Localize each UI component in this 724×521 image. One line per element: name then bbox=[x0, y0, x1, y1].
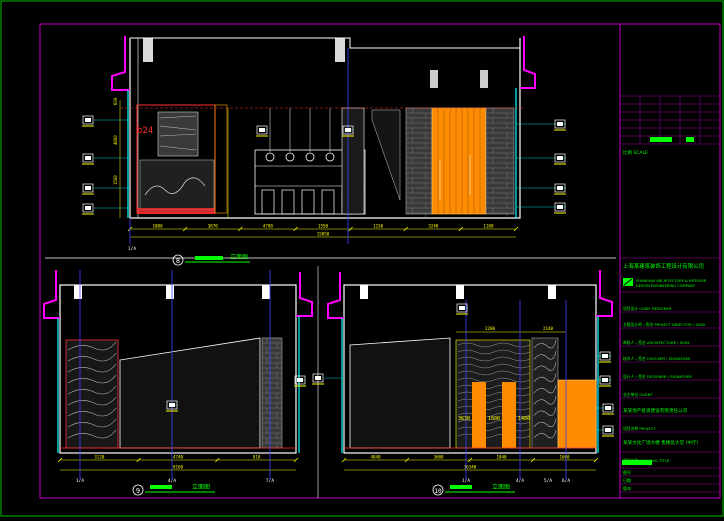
elevation-9-label: 立面图 bbox=[192, 483, 210, 491]
pendant-lamp-icon bbox=[325, 152, 335, 162]
title-block-row: 项目名称 PROJECT bbox=[623, 426, 656, 431]
dim-label: 4740 bbox=[173, 455, 184, 460]
title-block-row: 主管设计师 / 签名 PROJECT DIRECTOR / SIGN bbox=[623, 322, 705, 327]
note-1: 3630 bbox=[458, 416, 470, 422]
elevation-tag-icon bbox=[599, 375, 611, 387]
title-block-row: 业主单位 CLIENT bbox=[623, 392, 654, 397]
elevation-9-title: 9 立面图 bbox=[132, 483, 215, 496]
elevation-10: 4840 3600 1840 1600 16340 2200 2140 1/A 4/A 5/A 6/… bbox=[327, 270, 613, 484]
elevation-tag-icon bbox=[82, 183, 94, 195]
elevation-tag-icon bbox=[294, 375, 306, 387]
dim-label: 810 bbox=[253, 455, 261, 460]
title-block-footer: 版本 bbox=[623, 485, 631, 491]
title-block-footer: 日期 bbox=[623, 477, 631, 483]
company-logo-icon bbox=[623, 278, 633, 286]
title-block-row: 某某文化广场大楼 售楼处大堂 (中厅) bbox=[623, 439, 699, 446]
axis-label: 1/A bbox=[462, 478, 470, 484]
elevation-tag-icon bbox=[82, 115, 94, 127]
dim-label: 4800 bbox=[113, 135, 118, 145]
title-block-row: 项目设计 CHIEF DESIGNER bbox=[623, 306, 672, 311]
title-block-footer: 图号 bbox=[623, 469, 631, 475]
axis-label: 4/A bbox=[168, 478, 176, 484]
dim-label: 1550 bbox=[318, 224, 329, 229]
callout-b24: b24 bbox=[137, 126, 153, 136]
elevation-10-label: 立面图 bbox=[492, 483, 510, 491]
company-name: 上海某建筑装饰工程设计有限公司 bbox=[623, 262, 704, 270]
elevation-tag-icon bbox=[256, 125, 268, 137]
dim-label: 1100 bbox=[483, 224, 494, 229]
elevation-tag-icon bbox=[82, 203, 94, 215]
title-block-row: 设计人 / 签名 DESIGNER / SIGNATURE bbox=[623, 374, 693, 379]
dim-total: 8160 bbox=[173, 465, 184, 470]
dim-label: 2140 bbox=[543, 326, 554, 331]
pendant-lamp-icon bbox=[265, 152, 275, 162]
svg-text:10: 10 bbox=[434, 488, 442, 495]
elevation-tag-icon bbox=[342, 125, 354, 137]
dim-label: 4790 bbox=[263, 224, 274, 229]
dim-label: 4840 bbox=[370, 455, 381, 460]
dim-label: 1600 bbox=[559, 455, 570, 460]
dim-label: 2200 bbox=[485, 326, 496, 331]
pendant-lamp-icon bbox=[305, 152, 315, 162]
dim-total: 15850 bbox=[317, 232, 330, 237]
note-2: 1600 bbox=[488, 416, 500, 422]
title-block-row: 校对人 / 签名 CHECKER / SIGNATURE bbox=[623, 356, 691, 361]
company-en-1: SHANGHAI ARCHITECTURE & INTERIOR bbox=[636, 279, 707, 283]
bar-stool bbox=[261, 189, 275, 215]
axis-label: 1/A bbox=[128, 246, 136, 252]
svg-text:8: 8 bbox=[176, 257, 180, 265]
dim-label: 1150 bbox=[373, 224, 384, 229]
note-3: 1480 bbox=[518, 416, 530, 422]
elevation-tag-icon bbox=[554, 202, 566, 214]
elevation-9: 3120 4740 810 8160 1/A 4/A 7/A bbox=[43, 270, 313, 484]
dim-label: 3600 bbox=[433, 455, 444, 460]
dim-label: 1800 bbox=[153, 224, 164, 229]
elevation-tag-icon bbox=[554, 119, 566, 131]
elevation-tag-icon bbox=[602, 425, 614, 437]
elevation-8: b24 1800 3870 4790 1550 1150 3240 1100 15850 600… bbox=[111, 36, 536, 252]
dim-label: 600 bbox=[113, 97, 118, 105]
elevation-tag-icon bbox=[166, 400, 178, 412]
elevation-tag-icon bbox=[602, 403, 614, 415]
elevation-tag-icon bbox=[82, 153, 94, 165]
title-block-row: 审核人 / 签名 ARCHITECTURE / SIGN bbox=[623, 340, 689, 345]
bar-stool bbox=[321, 189, 335, 215]
elevation-tag-icon bbox=[599, 351, 611, 363]
dim-label: 1840 bbox=[496, 455, 507, 460]
elevation-tag-icon bbox=[312, 373, 324, 385]
axis-label: 1/A bbox=[76, 478, 84, 484]
pendant-lamp-icon bbox=[285, 152, 295, 162]
dim-total: 16340 bbox=[464, 465, 477, 470]
bar-stool bbox=[281, 189, 295, 215]
axis-label: 4/A bbox=[516, 478, 524, 484]
bar-stool bbox=[301, 189, 315, 215]
title-block-row: 某某地产投资建设有限责任公司 bbox=[623, 407, 688, 414]
axis-label: 5/A bbox=[544, 478, 552, 484]
company-en-2: DESIGN ENGINEERING COMPANY bbox=[636, 284, 696, 288]
elevation-8-label: 立面图 bbox=[230, 253, 248, 261]
elevation-tag-icon bbox=[456, 303, 468, 315]
dim-label: 1500 bbox=[113, 175, 118, 185]
svg-text:9: 9 bbox=[136, 487, 140, 495]
dim-label: 3240 bbox=[428, 224, 439, 229]
elevation-8-title: 8 立面图 bbox=[172, 253, 250, 266]
title-block: 上海某建筑装饰工程设计有限公司 SHANGHAI ARCHITECTURE & … bbox=[620, 95, 720, 493]
drawing-frame bbox=[39, 23, 721, 499]
axis-label: 6/A bbox=[562, 478, 570, 484]
dim-label: 3120 bbox=[94, 455, 105, 460]
axis-label: 7/A bbox=[266, 478, 274, 484]
elevation-10-title: 10 立面图 bbox=[432, 483, 515, 496]
elevation-tag-icon bbox=[554, 183, 566, 195]
dim-label: 3870 bbox=[208, 224, 219, 229]
scale-note: 比例 SCALE bbox=[623, 149, 648, 156]
elevation-tag-icon bbox=[554, 153, 566, 165]
